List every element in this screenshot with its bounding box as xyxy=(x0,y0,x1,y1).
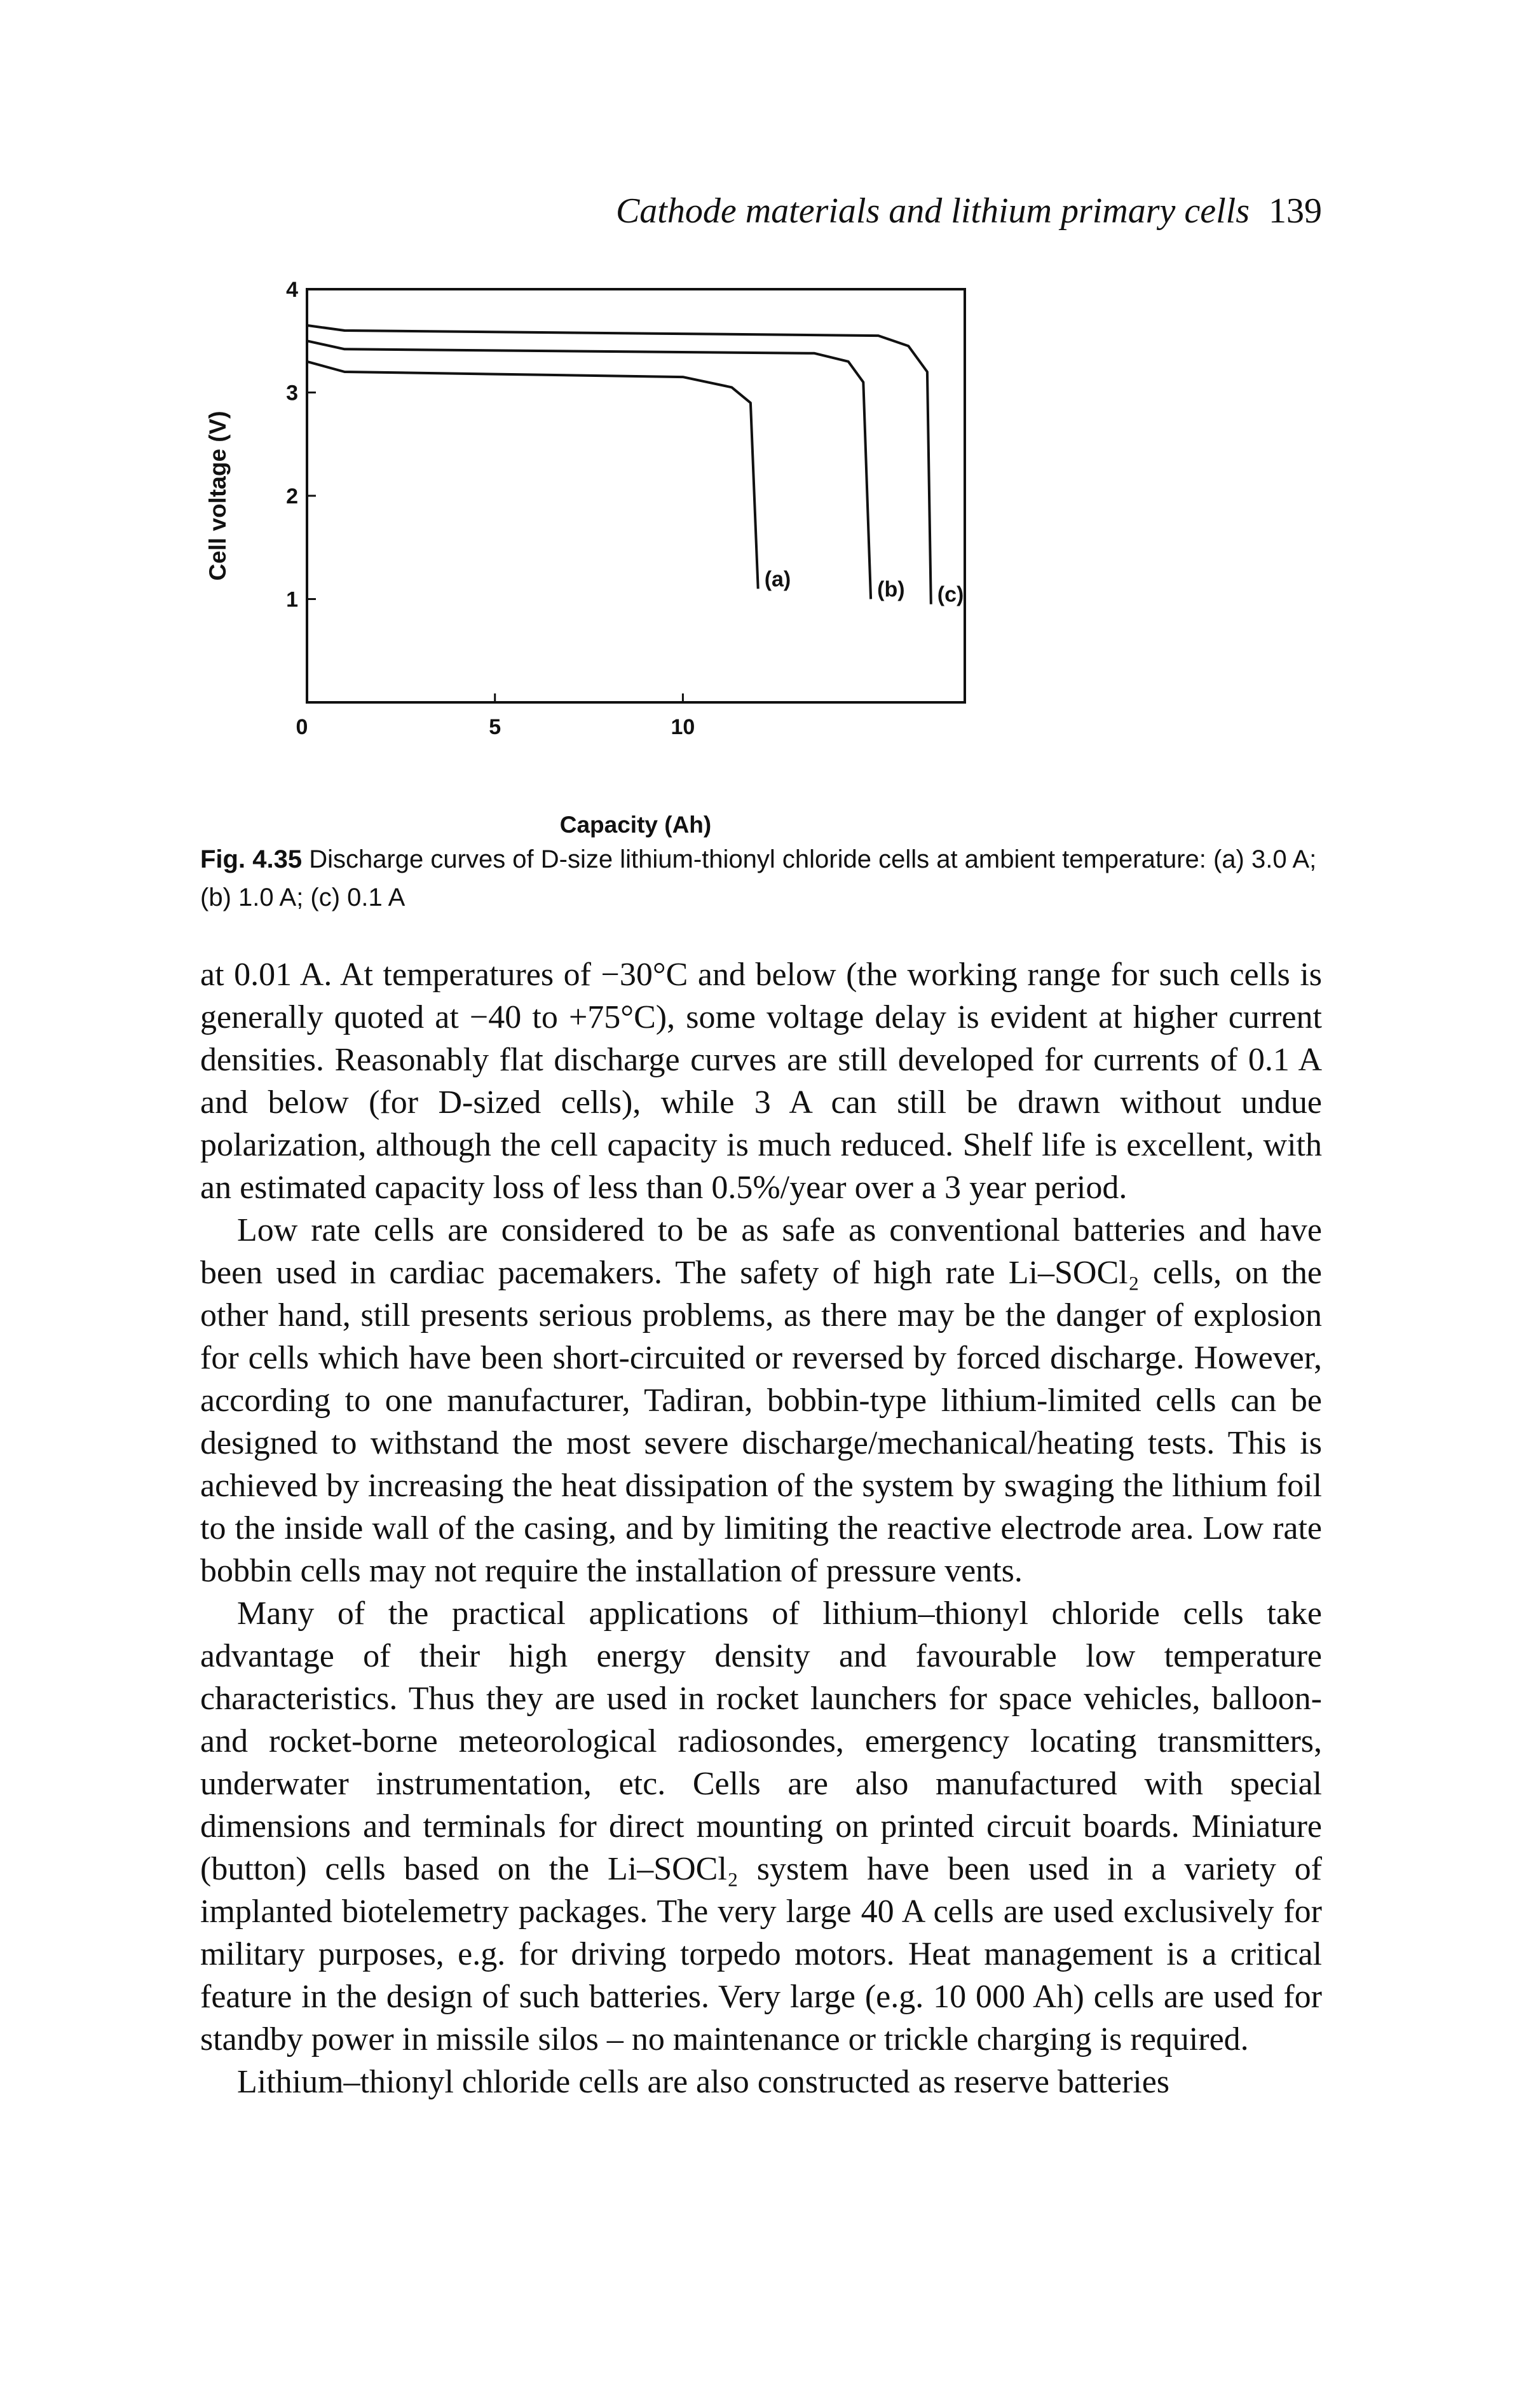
series-label: (b) xyxy=(877,578,904,602)
figure-caption: Fig. 4.35 Discharge curves of D-size lit… xyxy=(200,840,1332,917)
paragraph: Many of the practical applications of li… xyxy=(200,1595,1322,2057)
y-tick-label: 3 xyxy=(286,381,298,406)
x-tick-label: 0 xyxy=(296,715,308,739)
paragraph: at 0.01 A. At temperatures of −30°C and … xyxy=(200,957,1322,1206)
y-tick-label: 4 xyxy=(286,278,298,302)
running-head: Cathode materials and lithium primary ce… xyxy=(553,191,1322,231)
figure-caption-text: Discharge curves of D-size lithium-thion… xyxy=(200,845,1317,911)
y-axis-label: Cell voltage (V) xyxy=(205,411,231,580)
page-number: 139 xyxy=(1269,191,1322,231)
series-line xyxy=(306,339,873,599)
paragraph: Lithium–thionyl chloride cells are also … xyxy=(237,2064,1170,2100)
chart-marks: 1 2 3 4 0 5 10 (a) (b) (c) xyxy=(286,278,964,739)
discharge-chart: Cell voltage (V) Capacity (Ah) 1 2 3 4 0 5 10 (… xyxy=(205,278,966,838)
x-tick-label: 10 xyxy=(671,715,695,739)
x-tick-label: 5 xyxy=(489,715,501,739)
series-label: (a) xyxy=(765,567,791,591)
series-line xyxy=(306,360,760,589)
series-line xyxy=(306,324,932,604)
y-tick-label: 1 xyxy=(286,588,298,612)
paragraph: Low rate cells are considered to be as s… xyxy=(200,1212,1322,1589)
series-label: (c) xyxy=(937,583,964,607)
running-head-title: Cathode materials and lithium primary ce… xyxy=(615,191,1250,231)
figure-label: Fig. 4.35 xyxy=(200,845,303,873)
body-text: at 0.01 A. At temperatures of −30°C and … xyxy=(200,953,1322,2103)
y-tick-label: 2 xyxy=(286,484,298,508)
x-axis-label: Capacity (Ah) xyxy=(560,812,711,838)
